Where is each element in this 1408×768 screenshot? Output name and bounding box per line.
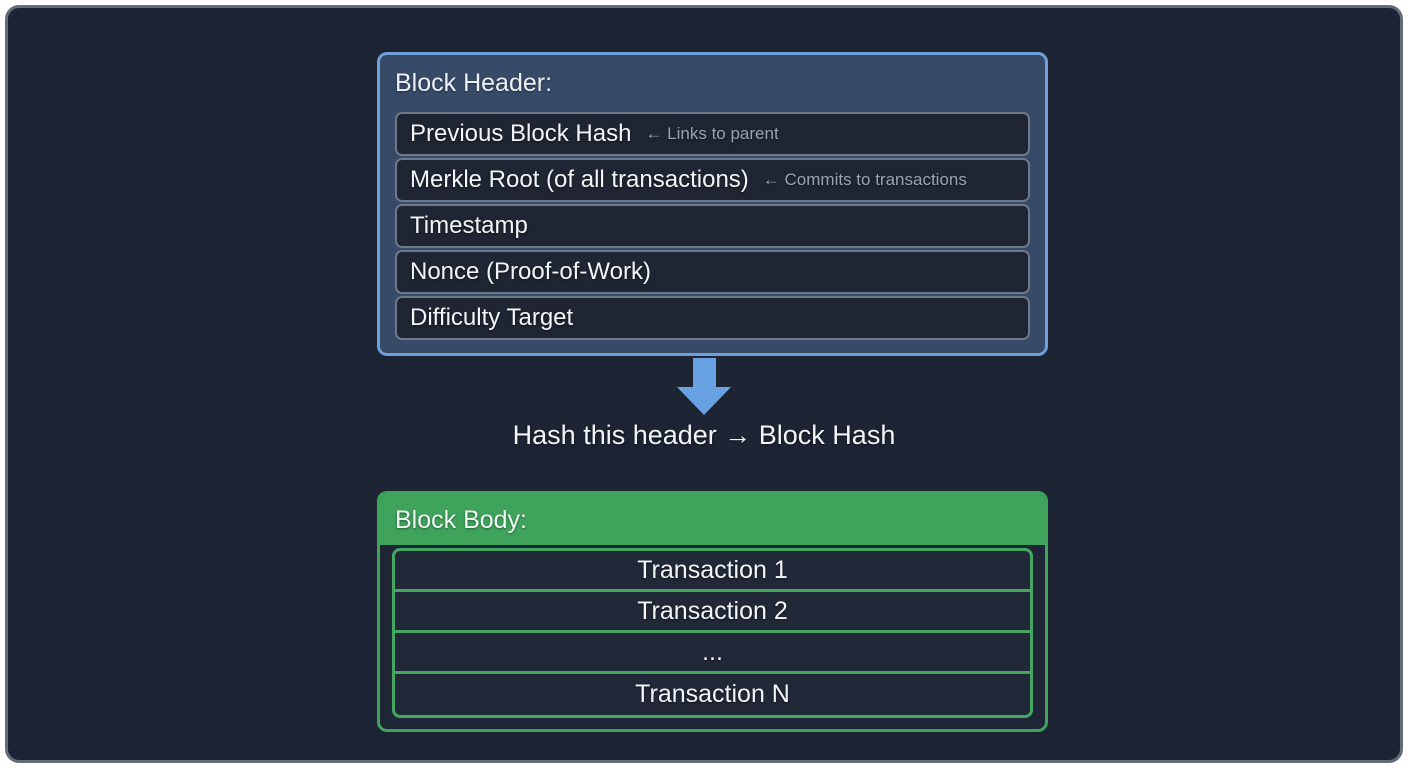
hash-caption: Hash this header → Block Hash bbox=[512, 420, 896, 450]
down-arrow-head bbox=[677, 387, 731, 415]
block-body-header: Block Body: bbox=[380, 494, 1045, 545]
header-row-label: Nonce (Proof-of-Work) bbox=[410, 258, 651, 285]
block-header-box: Block Header: Previous Block Hash ← Link… bbox=[377, 52, 1048, 356]
header-row-nonce: Nonce (Proof-of-Work) bbox=[395, 250, 1030, 294]
header-row-annotation: ← Links to parent bbox=[645, 124, 779, 143]
transaction-row-ellipsis: ... bbox=[395, 633, 1030, 674]
diagram-canvas: Block Header: Previous Block Hash ← Link… bbox=[5, 5, 1403, 763]
transaction-row-1: Transaction 1 bbox=[395, 551, 1030, 592]
header-row-label: Merkle Root (of all transactions) bbox=[410, 166, 749, 193]
transaction-row-2: Transaction 2 bbox=[395, 592, 1030, 633]
transactions-container: Transaction 1 Transaction 2 ... Transact… bbox=[392, 548, 1033, 718]
down-arrow-icon bbox=[8, 358, 1400, 415]
down-arrow-stem bbox=[692, 358, 716, 387]
block-header-title: Block Header: bbox=[395, 69, 553, 97]
header-row-merkle-root: Merkle Root (of all transactions) ← Comm… bbox=[395, 158, 1030, 202]
block-body-box: Block Body: Transaction 1 Transaction 2 … bbox=[377, 491, 1048, 732]
header-row-previous-block-hash: Previous Block Hash ← Links to parent bbox=[395, 112, 1030, 156]
header-row-label: Timestamp bbox=[410, 212, 528, 239]
header-row-annotation: ← Commits to transactions bbox=[762, 170, 967, 189]
block-body-title: Block Body: bbox=[395, 505, 528, 534]
block-header-rows: Previous Block Hash ← Links to parent Me… bbox=[395, 112, 1030, 340]
transaction-row-n: Transaction N bbox=[635, 680, 790, 708]
header-row-label: Difficulty Target bbox=[410, 304, 574, 331]
header-row-timestamp: Timestamp bbox=[395, 204, 1030, 248]
header-row-label: Previous Block Hash bbox=[410, 120, 632, 147]
header-row-difficulty-target: Difficulty Target bbox=[395, 296, 1030, 340]
